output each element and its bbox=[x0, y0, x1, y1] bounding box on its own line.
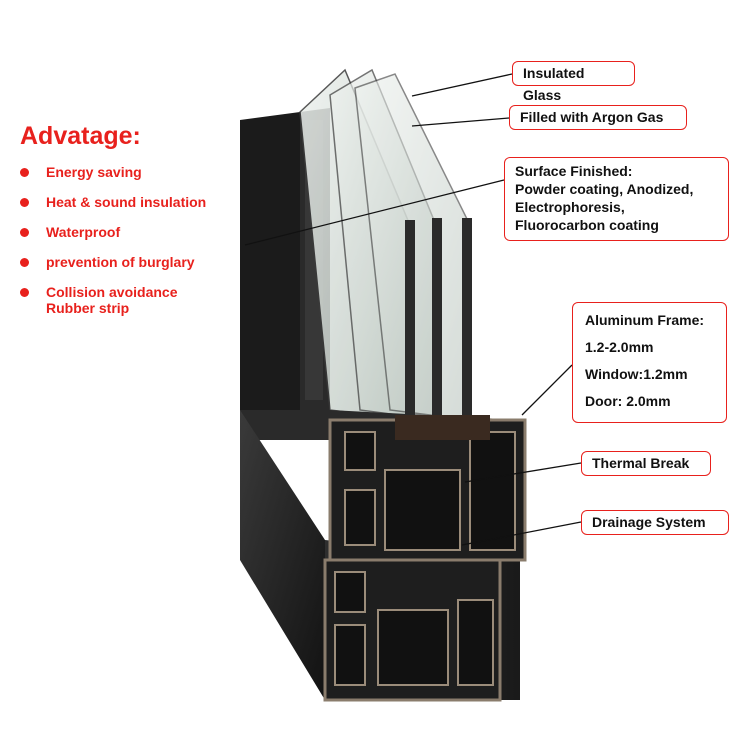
bullet-dot-icon bbox=[20, 198, 29, 207]
frame-title: Aluminum Frame: bbox=[585, 312, 705, 328]
advantages-list: Energy saving Heat & sound insulation Wa… bbox=[20, 164, 221, 316]
bullet-dot-icon bbox=[20, 228, 29, 237]
advantage-item: Waterproof bbox=[20, 224, 221, 240]
surface-title: Surface Finished: bbox=[515, 163, 633, 179]
frame-body bbox=[240, 410, 527, 702]
advantage-item: Energy saving bbox=[20, 164, 221, 180]
surface-line: Electrophoresis, bbox=[515, 199, 625, 215]
surface-line: Fluorocarbon coating bbox=[515, 217, 659, 233]
advantage-label: Heat & sound insulation bbox=[46, 194, 207, 210]
callout-thermal-break: Thermal Break bbox=[581, 451, 711, 476]
advantage-label: prevention of burglary bbox=[46, 254, 195, 270]
callout-insulated-glass: Insulated Glass bbox=[512, 61, 635, 103]
leader-lines bbox=[244, 73, 582, 546]
advantage-item: Heat & sound insulation bbox=[20, 194, 221, 210]
callout-aluminum-frame: Aluminum Frame: 1.2-2.0mm Window:1.2mm D… bbox=[572, 302, 727, 423]
advantage-label: Collision avoidance Rubber strip bbox=[46, 284, 178, 316]
surface-line: Powder coating, Anodized, bbox=[515, 181, 694, 197]
advantage-label: Energy saving bbox=[46, 164, 142, 180]
callout-surface-finished: Surface Finished: Powder coating, Anodiz… bbox=[504, 157, 729, 241]
bullet-dot-icon bbox=[20, 288, 29, 297]
advantage-label: Waterproof bbox=[46, 224, 121, 240]
frame-line: Window:1.2mm bbox=[585, 366, 688, 382]
bullet-dot-icon bbox=[20, 258, 29, 267]
advantage-item: prevention of burglary bbox=[20, 254, 221, 270]
advantages-title: Advatage: bbox=[20, 122, 141, 150]
callout-argon-gas: Filled with Argon Gas bbox=[509, 105, 687, 130]
callout-drainage-system: Drainage System bbox=[581, 510, 729, 535]
glass-panes bbox=[299, 68, 472, 421]
advantage-item: Collision avoidance Rubber strip bbox=[20, 284, 221, 316]
bullet-dot-icon bbox=[20, 168, 29, 177]
frame-line: Door: 2.0mm bbox=[585, 393, 671, 409]
frame-line: 1.2-2.0mm bbox=[585, 339, 654, 355]
